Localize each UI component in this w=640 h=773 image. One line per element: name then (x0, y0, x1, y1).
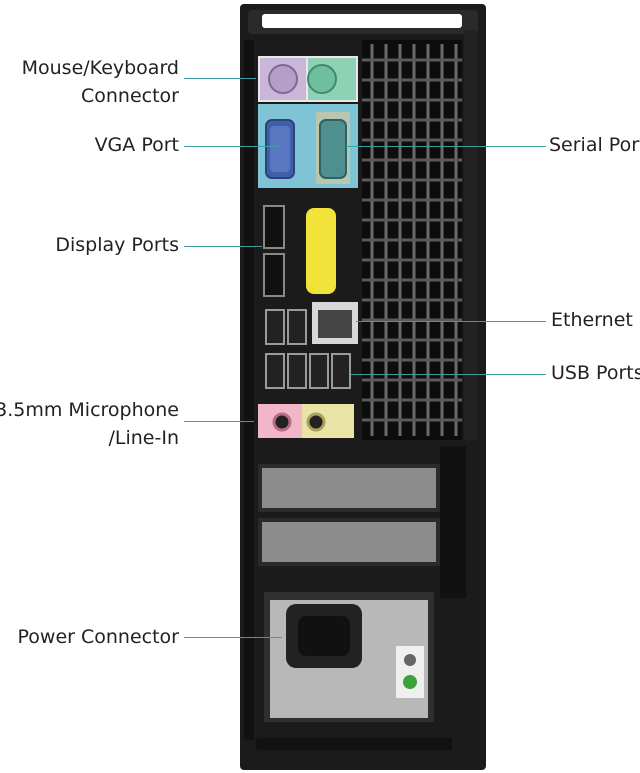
leader-display (184, 246, 262, 247)
label-mic-line1: 3.5mm Microphone (0, 399, 179, 421)
power-supply (264, 592, 434, 722)
label-mouse-keyboard-line1: Mouse/Keyboard (21, 57, 179, 79)
vga-serial-panel (258, 104, 358, 188)
ps2-ports (258, 56, 358, 102)
label-mouse-keyboard-line2: Connector (81, 85, 179, 107)
vent-grid (362, 30, 478, 440)
leader-serial (346, 146, 546, 147)
expansion-slots (258, 446, 466, 598)
leader-mic (184, 421, 254, 422)
display-ports (263, 205, 336, 297)
leader-usb (350, 374, 546, 375)
label-usb-ports: USB Ports (551, 362, 640, 384)
label-display-ports: Display Ports (55, 234, 179, 256)
leader-mouse-keyboard (184, 78, 256, 79)
leader-ethernet (356, 321, 546, 322)
label-serial-port: Serial Port (549, 134, 640, 156)
leader-power (184, 637, 282, 638)
leader-vga (184, 146, 280, 147)
power-connector (298, 616, 350, 656)
serial-port (319, 119, 347, 179)
yellow-cover (306, 208, 336, 294)
label-mic-line2: /Line-In (108, 427, 180, 449)
label-power-connector: Power Connector (17, 626, 179, 648)
label-vga-port: VGA Port (94, 134, 179, 156)
usb-ethernet-block (265, 302, 358, 389)
audio-jacks (258, 404, 354, 438)
label-ethernet: Ethernet (551, 309, 633, 331)
